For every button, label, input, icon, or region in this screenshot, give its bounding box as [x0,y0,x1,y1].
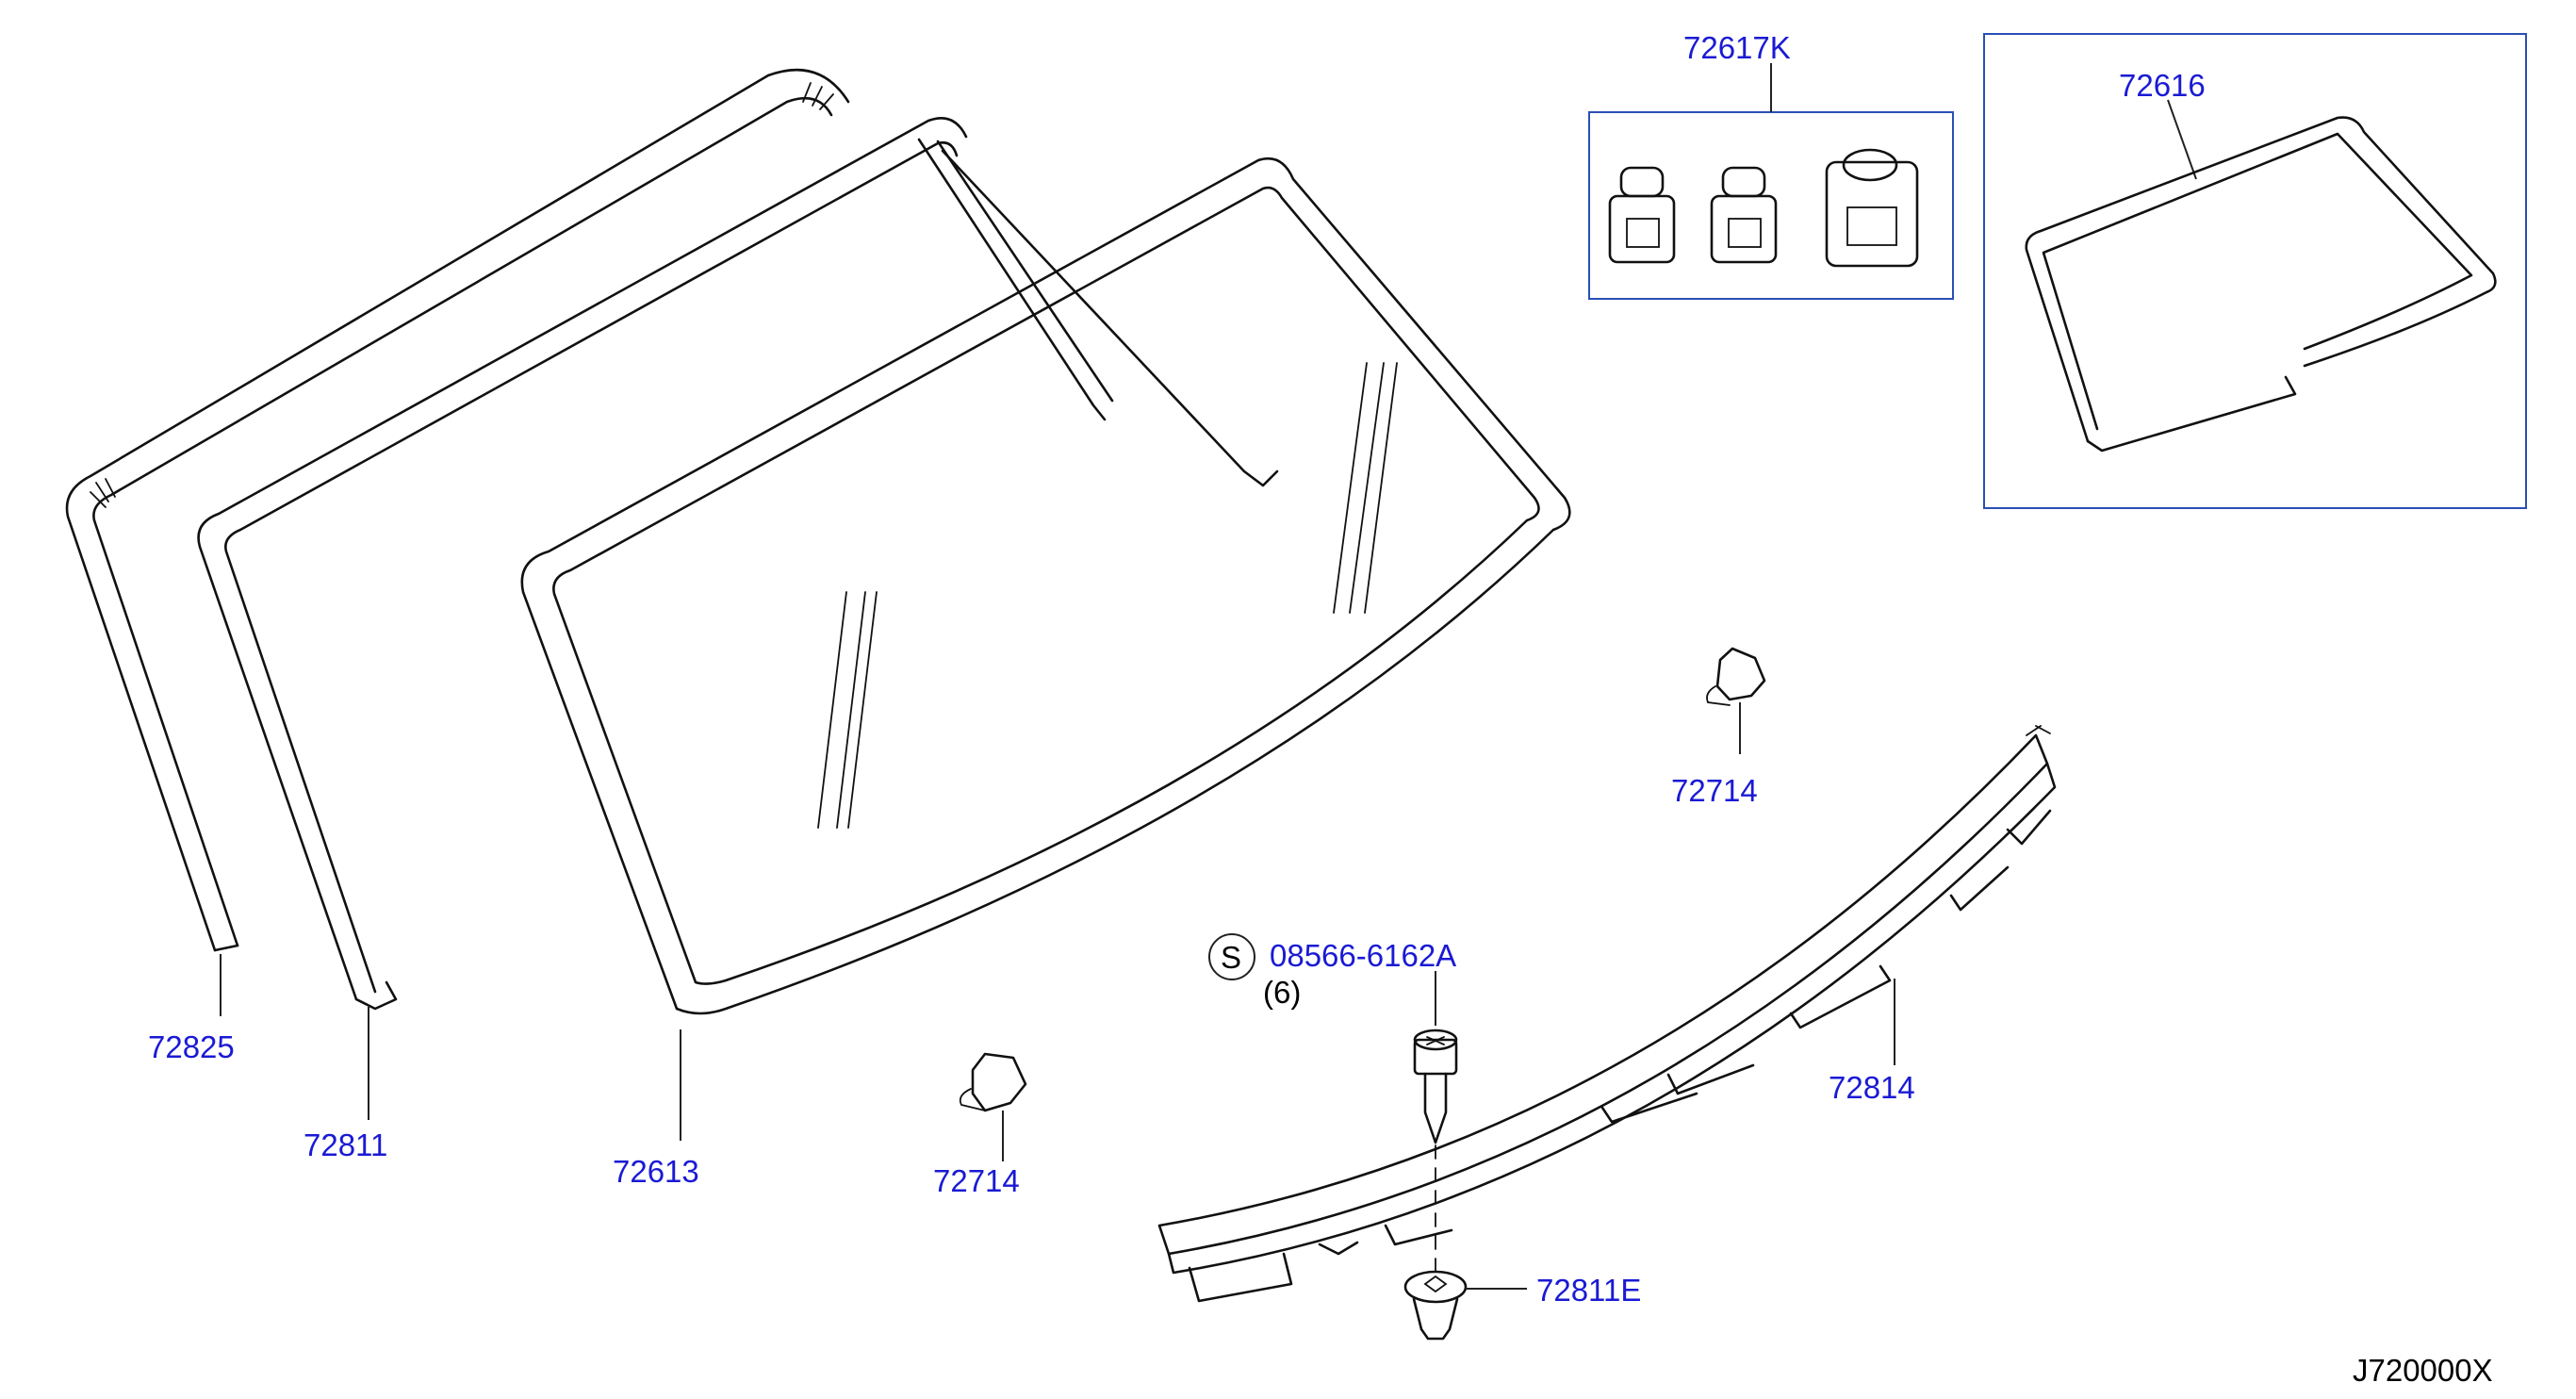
label-72814: 72814 [1829,1070,1915,1105]
label-72811e: 72811E [1536,1273,1641,1308]
clip-72811e[interactable] [1403,1270,1527,1341]
clip-small-1[interactable] [1608,166,1676,264]
cowl-72814[interactable] [1157,725,2057,1303]
label-quantity: (6) [1263,975,1301,1010]
drawing-code: J720000X [2353,1353,2493,1388]
dam-72811[interactable] [197,117,1279,1011]
clip-small-2[interactable] [1710,166,1778,264]
label-72714-upper: 72714 [1671,773,1758,808]
glass-72613[interactable] [520,156,1571,1015]
box-72617k [1588,63,1954,300]
screw-08566[interactable] [1413,971,1458,1278]
label-72613: 72613 [613,1154,699,1189]
s-mark [1208,933,1255,980]
clip-72714-upper[interactable] [1706,647,1766,754]
s-mark-letter: S [1221,940,1241,975]
label-72714-lower: 72714 [933,1163,1020,1198]
clip-large[interactable] [1825,148,1919,268]
molding-kit-72616[interactable] [2025,116,2497,453]
label-08566-6162a: 08566-6162A [1270,938,1456,973]
label-72825: 72825 [148,1029,235,1064]
box-72616 [1983,33,2527,509]
label-72616: 72616 [2119,68,2206,103]
label-72811: 72811 [304,1127,387,1162]
molding-72825[interactable] [65,68,850,952]
label-72617k: 72617K [1683,30,1791,65]
clip-72714-lower[interactable] [959,1052,1027,1161]
